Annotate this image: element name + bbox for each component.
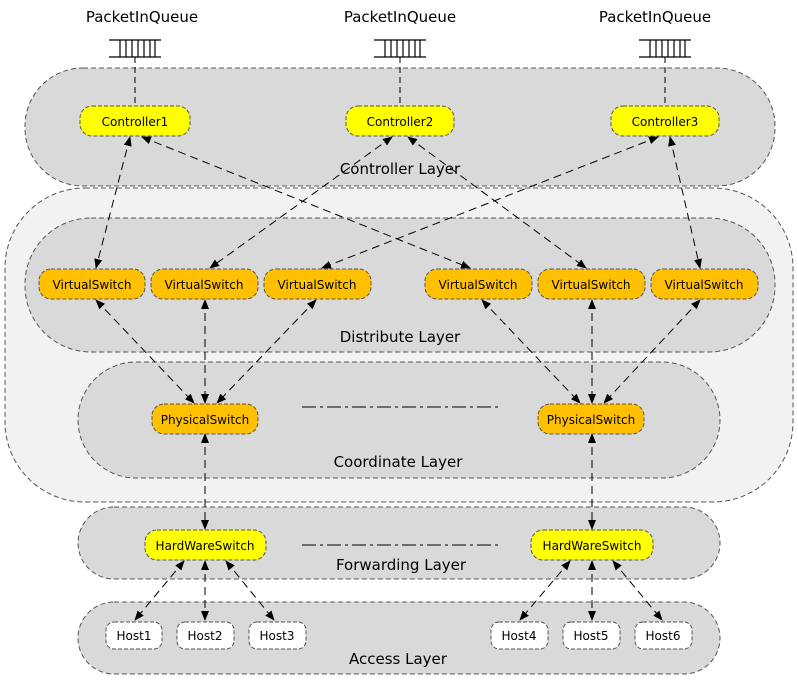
hardware-switch-label: HardWareSwitch — [543, 539, 642, 553]
hardware-switch-node-2 — [530, 529, 654, 561]
link-vs3-ps1 — [216, 299, 317, 404]
virtual-switch-node-4 — [424, 268, 533, 300]
virtual-switch-label: VirtualSwitch — [278, 278, 357, 292]
host-node-4 — [490, 621, 549, 650]
distribute-layer-label: Distribute Layer — [340, 328, 461, 346]
queue-label: PacketInQueue — [599, 8, 711, 26]
host-label: Host3 — [260, 629, 295, 643]
virtual-switch-node-2 — [150, 268, 259, 300]
hardware-switch-node-1 — [144, 529, 267, 561]
link-c1-vs1 — [94, 136, 132, 269]
host-node-1 — [105, 621, 163, 650]
host-label: Host5 — [574, 629, 609, 643]
host-label: Host4 — [502, 629, 537, 643]
queue-icon — [374, 39, 426, 58]
controller-label-3: Controller3 — [632, 115, 699, 129]
physical-switch-label: PhysicalSwitch — [547, 413, 636, 427]
controller-label-2: Controller2 — [367, 115, 434, 129]
controller-node-2 — [345, 105, 455, 137]
coordinate-layer-label: Coordinate Layer — [334, 453, 464, 471]
virtual-switch-label: VirtualSwitch — [552, 278, 631, 292]
physical-switch-node-2 — [537, 403, 645, 435]
link-c3-vs3 — [321, 136, 659, 269]
virtual-switch-node-5 — [537, 268, 646, 300]
queue-icon — [109, 39, 161, 58]
host-label: Host6 — [646, 629, 681, 643]
controller-node-3 — [610, 105, 720, 137]
virtual-switch-node-1 — [38, 268, 146, 300]
virtual-switch-label: VirtualSwitch — [165, 278, 244, 292]
queue-label: PacketInQueue — [86, 8, 198, 26]
virtual-switch-node-3 — [263, 268, 372, 300]
host-node-6 — [634, 621, 693, 650]
host-label: Host1 — [117, 629, 152, 643]
link-vs1-ps1 — [95, 299, 195, 404]
link-vs6-ps2 — [603, 299, 701, 404]
forwarding-layer-label: Forwarding Layer — [336, 556, 467, 574]
link-c3-vs6 — [668, 136, 702, 269]
controller-layer-label: Controller Layer — [340, 160, 461, 178]
host-label: Host2 — [188, 629, 223, 643]
controller-label-1: Controller1 — [102, 115, 169, 129]
host-node-3 — [248, 621, 307, 650]
host-node-2 — [176, 621, 235, 650]
queue-label: PacketInQueue — [344, 8, 456, 26]
host-node-5 — [562, 621, 621, 650]
link-vs4-ps2 — [481, 299, 581, 404]
controller-node-1 — [79, 105, 191, 137]
access-layer-label: Access Layer — [349, 650, 448, 668]
virtual-switch-label: VirtualSwitch — [439, 278, 518, 292]
virtual-switch-node-6 — [650, 268, 759, 300]
physical-switch-node-1 — [151, 403, 259, 435]
virtual-switch-label: VirtualSwitch — [665, 278, 744, 292]
virtual-switch-label: VirtualSwitch — [53, 278, 132, 292]
queue-icon — [639, 39, 691, 58]
link-c2-vs2 — [209, 136, 393, 269]
hardware-switch-label: HardWareSwitch — [156, 539, 255, 553]
physical-switch-label: PhysicalSwitch — [161, 413, 250, 427]
